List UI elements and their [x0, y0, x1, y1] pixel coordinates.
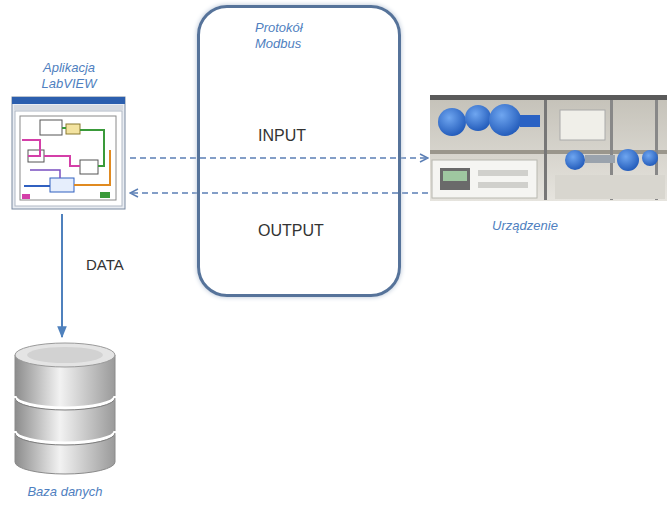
signal-name: INPUT [258, 126, 378, 145]
node-caption: Baza danych [12, 484, 118, 500]
node-caption: Aplikacja LabVIEW [30, 60, 108, 91]
labview-screenshot [12, 97, 125, 209]
application-node: Aplikacja LabVIEW [10, 60, 128, 212]
edge-label: DATA [84, 256, 126, 274]
data-arrow [61, 214, 63, 337]
dashed-arrow [130, 157, 428, 159]
database-icon [15, 343, 115, 474]
device-node: Urządzenie [430, 94, 667, 244]
protocol-box: Protokół ModbusINPUT OUTPUT [197, 5, 401, 297]
node-caption: Urządzenie [450, 218, 600, 234]
protocol-title: Protokół Modbus [255, 20, 330, 51]
dashed-arrow [130, 192, 428, 194]
signal-name: OUTPUT [258, 221, 378, 240]
device-photo [430, 95, 667, 201]
database-node: Baza danych [12, 340, 118, 502]
